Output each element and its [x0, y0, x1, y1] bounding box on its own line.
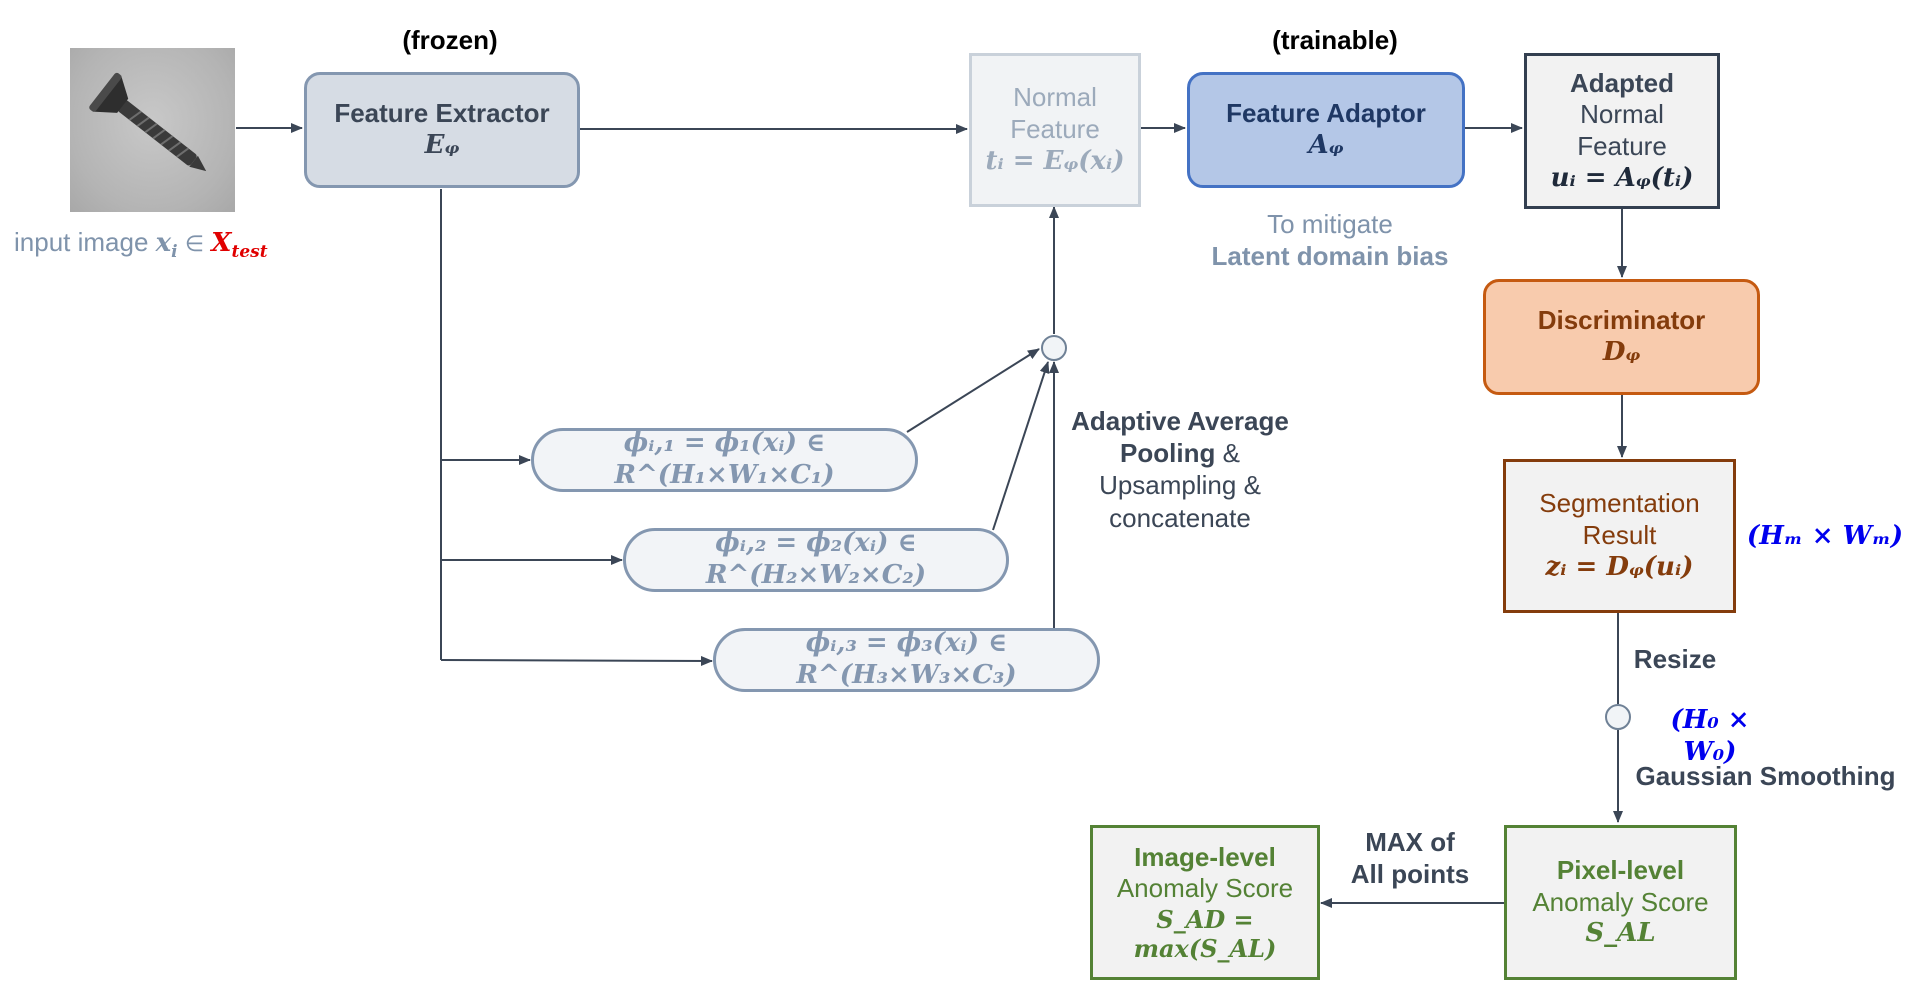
discriminator-title: Discriminator [1537, 305, 1706, 336]
image-level-formula: S_AD = max(S_AL) [1133, 904, 1277, 964]
discriminator-formula: Dᵩ [1602, 337, 1641, 367]
screw-icon [89, 72, 207, 172]
feature-adaptor-formula: Aᵩ [1308, 130, 1344, 160]
discriminator-box: Discriminator Dᵩ [1483, 279, 1760, 395]
segmentation-formula: zᵢ = Dᵩ(uᵢ) [1545, 551, 1694, 582]
pixel-level-formula: S_AL [1585, 918, 1656, 949]
feature-extractor-title: Feature Extractor [334, 98, 550, 129]
arrow-feat2-to-node [992, 361, 1050, 531]
normal-feature-box: Normal Feature tᵢ = Eᵩ(xᵢ) [969, 53, 1141, 207]
max-of-all-points-label: MAX of All points [1350, 827, 1470, 890]
concat-node [1041, 335, 1067, 361]
feature-scale-2-pill: ϕᵢ,₂ = ϕ₂(xᵢ) ∈ R^(H₂×W₂×C₂) [623, 528, 1009, 592]
resize-node [1605, 704, 1631, 730]
mitigate-line1: To mitigate [1267, 209, 1393, 239]
arrow-branch-3 [440, 655, 713, 666]
adapted-line2: Normal [1580, 99, 1664, 130]
image-level-line1: Image-level [1134, 841, 1276, 872]
adapted-line1: Adapted [1570, 67, 1674, 98]
image-level-score-box: Image-level Anomaly Score S_AD = max(S_A… [1090, 825, 1320, 980]
adaptive-pooling-label: Adaptive Average Pooling & Upsampling & … [1071, 406, 1289, 533]
feature-extractor-box: Feature Extractor Eᵩ [304, 72, 580, 188]
adapted-feature-box: Adapted Normal Feature uᵢ = Aᵩ(tᵢ) [1524, 53, 1720, 209]
normal-feature-line1: Normal [1013, 82, 1097, 113]
pixel-level-line1: Pixel-level [1556, 854, 1685, 885]
trainable-label: (trainable) [1272, 25, 1398, 55]
input-image [70, 48, 235, 212]
normal-feature-formula: tᵢ = Eᵩ(xᵢ) [985, 145, 1125, 176]
feature-extractor-formula: Eᵩ [424, 130, 460, 160]
segmentation-line1: Segmentation [1539, 488, 1700, 519]
adapted-formula: uᵢ = Aᵩ(tᵢ) [1550, 162, 1694, 193]
feature-scale-3-pill: ϕᵢ,₃ = ϕ₃(xᵢ) ∈ R^(H₃×W₃×C₃) [713, 628, 1100, 692]
arrow-feat1-to-node [906, 348, 1040, 433]
segmentation-line2: Result [1582, 520, 1657, 551]
pixel-level-score-box: Pixel-level Anomaly Score S_AL [1504, 825, 1737, 980]
mitigate-line2: Latent domain bias [1211, 241, 1449, 272]
gaussian-smoothing-label: Gaussian Smoothing [1635, 761, 1896, 791]
segmentation-result-box: Segmentation Result zᵢ = Dᵩ(uᵢ) [1503, 459, 1736, 613]
feature-adaptor-box: Feature Adaptor Aᵩ [1187, 72, 1465, 188]
adapted-line3: Feature [1577, 131, 1667, 161]
mitigate-note: To mitigate Latent domain bias [1180, 208, 1480, 272]
size-hm-wm-label: (Hₘ × Wₘ) [1746, 521, 1904, 551]
resize-label: Resize [1633, 644, 1717, 674]
image-level-line2: Anomaly Score [1116, 873, 1294, 904]
normal-feature-line2: Feature [1010, 114, 1100, 145]
frozen-label: (frozen) [402, 25, 498, 55]
pixel-level-line2: Anomaly Score [1532, 886, 1709, 917]
input-image-caption: input image xi ∈ Xtest [14, 227, 268, 263]
size-h0-w0-label: (H₀ × W₀) [1670, 705, 1750, 768]
feature-adaptor-title: Feature Adaptor [1226, 98, 1426, 129]
feature-scale-1-pill: ϕᵢ,₁ = ϕ₁(xᵢ) ∈ R^(H₁×W₁×C₁) [531, 428, 918, 492]
